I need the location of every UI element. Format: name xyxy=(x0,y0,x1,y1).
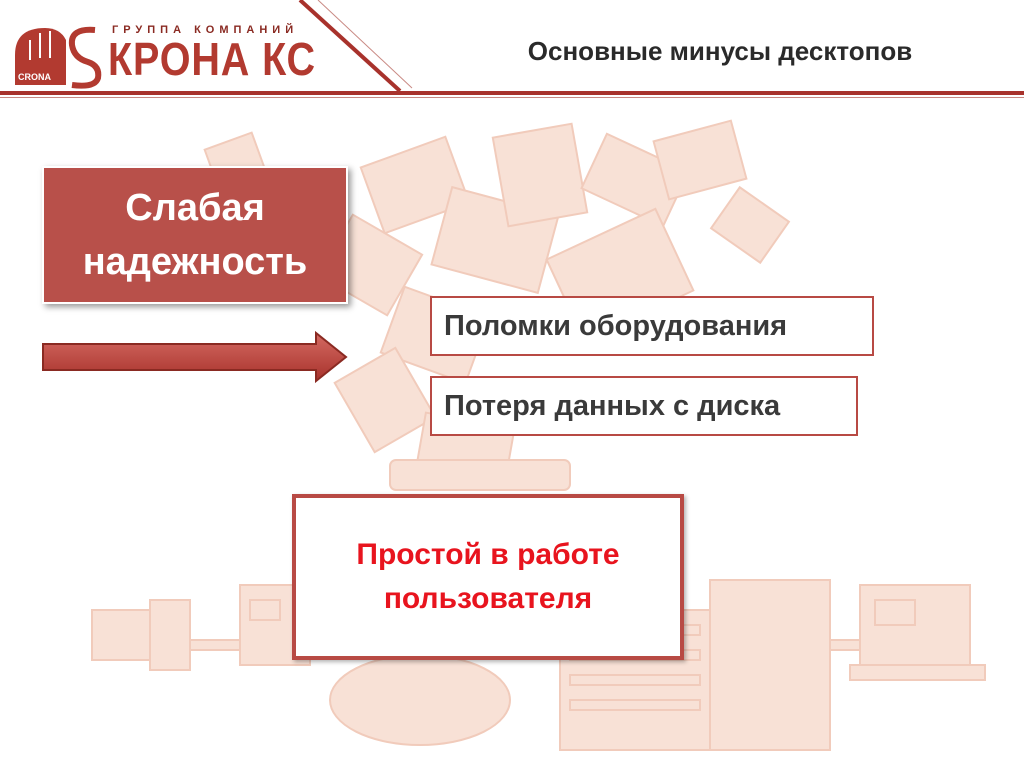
main-issue-line-1: Слабая xyxy=(125,187,265,229)
downtime-line-1: Простой в работе xyxy=(356,538,620,571)
item-hardware-failure: Поломки оборудования xyxy=(430,296,874,356)
main-issue-box: Слабая надежность xyxy=(42,166,348,304)
slide-title: Основные минусы десктопов xyxy=(527,36,913,66)
downtime-line-2: пользователя xyxy=(383,582,593,615)
logo-name: КРОНА КС xyxy=(108,33,316,85)
header-decoration xyxy=(0,0,1024,98)
item-label: Поломки оборудования xyxy=(444,309,788,342)
downtime-box: Простой в работе пользователя xyxy=(292,494,684,660)
main-issue-line-2: надежность xyxy=(82,241,308,283)
item-label: Потеря данных с диска xyxy=(444,389,781,422)
logo-mark-text: CRONA xyxy=(18,72,51,82)
logo-tagline: ГРУППА КОМПАНИЙ xyxy=(112,24,299,36)
header: ГРУППА КОМПАНИЙ КРОНА КС CRONA Основные … xyxy=(0,0,1024,110)
right-arrow-icon xyxy=(42,330,348,384)
item-data-loss: Потеря данных с диска xyxy=(430,376,858,436)
